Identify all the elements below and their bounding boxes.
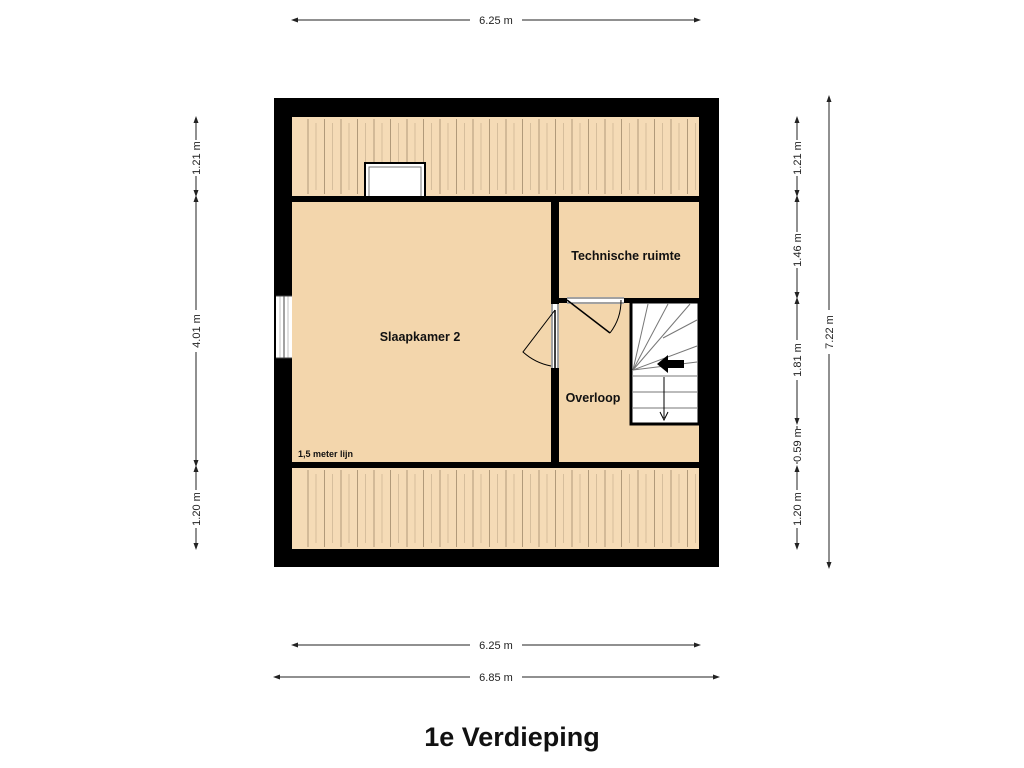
dimension-left-2: 4.01 m bbox=[191, 314, 203, 348]
dimension-right-3: 1.81 m bbox=[792, 343, 804, 377]
interior-wall-bottom bbox=[292, 462, 699, 468]
room-label-bedroom: Slaapkamer 2 bbox=[380, 330, 461, 344]
dimension-right-2: 1.46 m bbox=[792, 233, 804, 267]
dimension-right-4: 0.59 m bbox=[792, 428, 804, 462]
dimension-bottom-outer: 6.85 m bbox=[273, 672, 720, 684]
room-label-landing: Overloop bbox=[566, 391, 621, 405]
interior-wall-technical-left bbox=[559, 298, 567, 303]
rafters-bottom bbox=[307, 470, 696, 547]
dimension-bottom-inner: 6.25 m bbox=[291, 640, 701, 652]
eaves-top bbox=[292, 117, 699, 196]
dimension-left-3: 1.20 m bbox=[191, 492, 203, 526]
door-bedroom bbox=[522, 304, 559, 368]
dimension-bottom-outer-label: 6.85 m bbox=[479, 672, 513, 684]
interior-wall-top bbox=[292, 196, 699, 202]
room-label-technical: Technische ruimte bbox=[571, 249, 681, 263]
dimension-total-height-label: 7.22 m bbox=[824, 315, 836, 349]
door-technical-room bbox=[566, 297, 624, 334]
stair-direction-arrow bbox=[657, 355, 684, 422]
dimension-right-5: 1.20 m bbox=[792, 492, 804, 526]
headroom-note: 1,5 meter lijn bbox=[298, 449, 353, 459]
interior-wall-bedroom-lower bbox=[551, 368, 559, 463]
dimension-right: 1.21 m 1.46 m 1.81 m 0.59 m 1.20 m bbox=[792, 116, 804, 550]
technical-room-floor bbox=[559, 202, 699, 298]
dimension-bottom-inner-label: 6.25 m bbox=[479, 640, 513, 652]
dimension-top: 6.25 m bbox=[291, 15, 701, 27]
dimension-top-label: 6.25 m bbox=[479, 15, 513, 27]
bedroom-floor bbox=[292, 202, 551, 463]
interior-wall-bedroom-upper bbox=[551, 202, 559, 304]
dimension-right-1: 1.21 m bbox=[792, 141, 804, 175]
dimension-total-height: 7.22 m bbox=[824, 95, 836, 569]
interior-wall-technical-right bbox=[624, 298, 699, 303]
dimension-left: 1.21 m 4.01 m 1.20 m bbox=[191, 116, 203, 550]
eaves-bottom bbox=[292, 468, 699, 549]
floor-title: 1e Verdieping bbox=[424, 722, 600, 752]
dimension-left-1: 1.21 m bbox=[191, 141, 203, 175]
